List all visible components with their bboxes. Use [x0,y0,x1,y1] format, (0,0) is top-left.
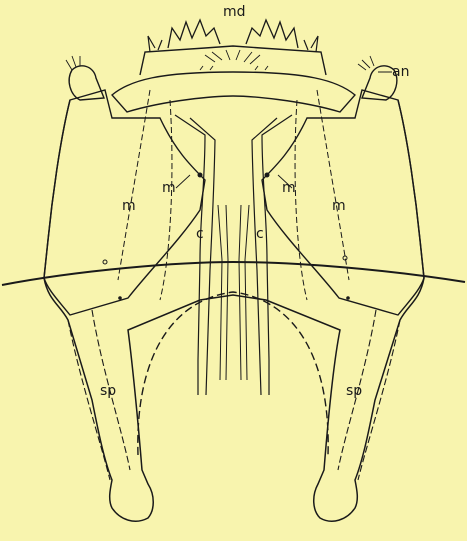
label-an: an [392,64,409,80]
label-md: md [223,4,246,20]
label-m-right-inner: m [282,180,296,196]
section-line [2,262,465,285]
left-pore-lower [118,296,122,300]
mouth-setae [200,50,268,70]
left-tentorial-arm [175,115,205,395]
label-sp-left: sp [100,383,116,399]
right-tentorial-arm [262,115,292,395]
inner-arch [138,292,328,455]
head-capsule-outline [44,100,424,521]
label-m-left-outer: m [122,198,136,214]
label-c-left: c [196,226,204,242]
right-antenna-setae [358,56,374,70]
right-pore-lower [346,296,350,300]
label-c-right: c [256,226,264,242]
labrum-block [140,46,326,75]
muscle-leader-left [176,175,190,188]
left-sclerite [68,310,130,480]
left-spines [148,36,162,52]
left-canal [218,205,228,380]
left-pore [103,260,107,264]
label-m-left-inner: m [162,180,176,196]
right-pore [343,256,347,260]
label-m-right-outer: m [332,198,346,214]
right-spines [304,36,318,52]
left-eye-spot [198,173,203,178]
right-canal [239,205,249,380]
label-sp-right: sp [346,383,362,399]
right-tentorial-arm-inner [252,118,277,395]
clypeus-plate [112,72,355,112]
left-tentorial-arm-inner [190,118,215,395]
right-eye-spot [265,173,270,178]
right-mandible [246,20,298,48]
left-mandible [168,20,220,48]
left-antenna-setae [66,56,80,70]
